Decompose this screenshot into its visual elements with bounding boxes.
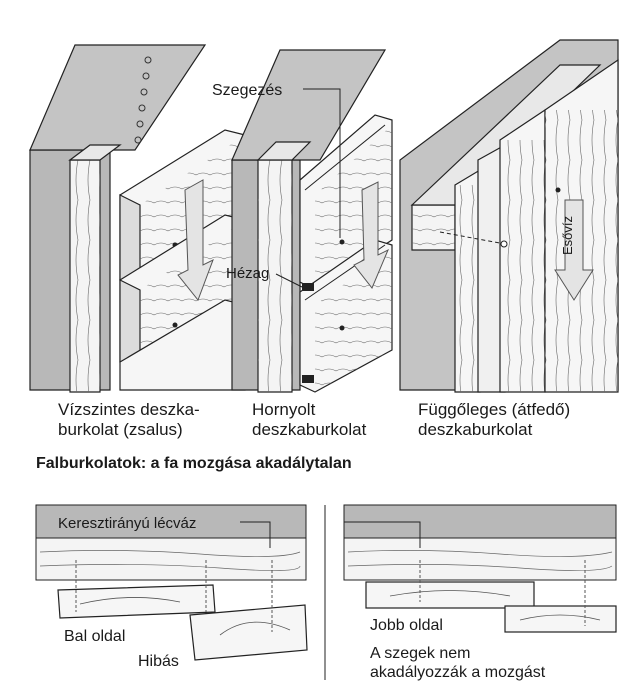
rain-arrow [554,199,594,301]
section-title: Falburkolatok: a fa mozgása akadálytalan [36,455,352,472]
panel-horizontal-cladding [29,44,246,393]
caption-line: Vízszintes deszka- [58,400,200,419]
label-gap: Hézag [226,265,269,282]
label-right-note-1: A szegek nem [370,645,471,662]
caption-line: deszkaburkolat [252,420,367,439]
label-left-side: Bal oldal [64,628,125,645]
board-right-lower [504,605,617,633]
label-rainwater: Esővíz [560,216,575,255]
section-diagram [35,504,617,680]
board-left-upper [57,584,216,619]
caption-line: Hornyolt [252,400,316,419]
label-faulty: Hibás [138,653,179,670]
panel-grooved-cladding [231,49,393,393]
board-right-upper [365,581,535,609]
vertical-board [499,108,546,393]
board-left-lower [189,604,308,661]
caption-horizontal: Vízszintes deszka- burkolat (zsalus) [58,400,200,440]
vertical-board [454,168,481,393]
label-right-note-2: akadályozzák a mozgást [370,664,546,681]
caption-line: deszkaburkolat [418,420,533,439]
caption-line: Függőleges (átfedő) [418,400,571,419]
movement-arrow [353,181,389,289]
label-right-side: Jobb oldal [370,617,443,634]
label-nailing: Szegezés [212,82,282,99]
movement-arrow [177,179,214,301]
caption-vertical: Függőleges (átfedő) deszkaburkolat [418,400,570,440]
caption-grooved: Hornyolt deszkaburkolat [252,400,366,440]
caption-line: burkolat (zsalus) [58,420,183,439]
label-batten: Keresztirányú lécváz [58,515,196,532]
panel-vertical-cladding [399,39,619,393]
